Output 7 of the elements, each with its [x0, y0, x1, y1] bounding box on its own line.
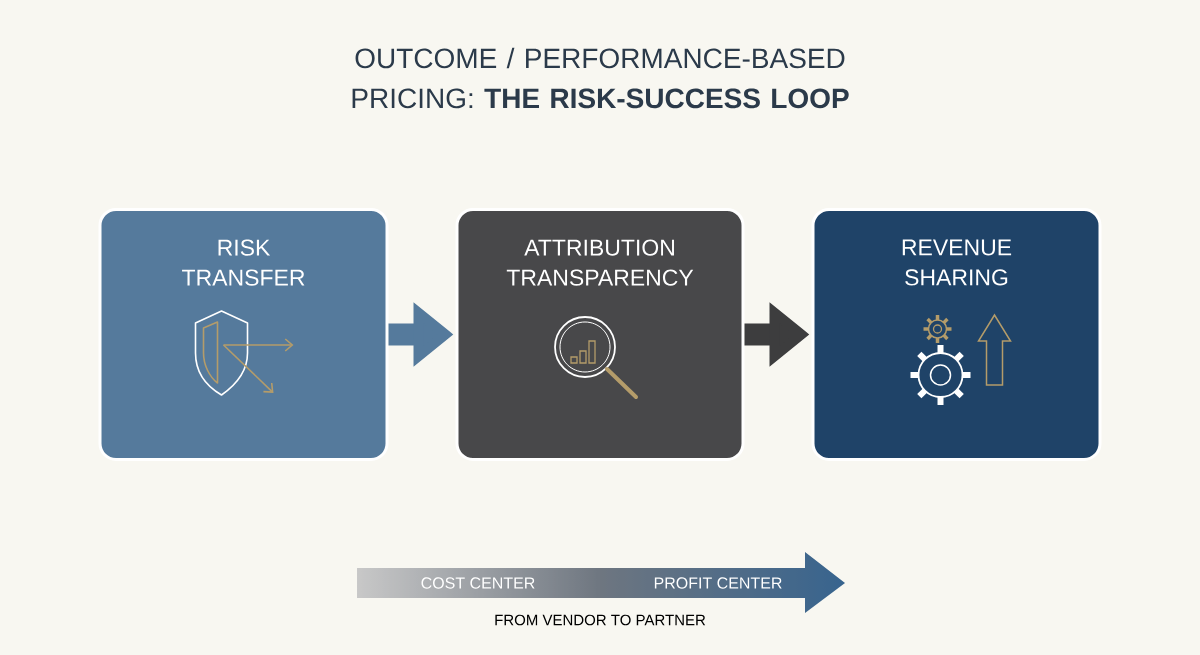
process-box: ATTRIBUTION TRANSPARENCY: [455, 208, 745, 461]
label: COST CENTER: [421, 577, 535, 589]
label: FROM VENDOR TO PARTNER: [495, 614, 706, 626]
label: PROFIT CENTER: [654, 577, 782, 589]
process-box: RISK TRANSFER: [98, 208, 389, 461]
process-box: REVENUE SHARING: [811, 208, 1102, 461]
title: OUTCOME / PERFORMANCE-BASED PRICING: THE RISK-SUCCESS LOOP: [352, 47, 849, 109]
